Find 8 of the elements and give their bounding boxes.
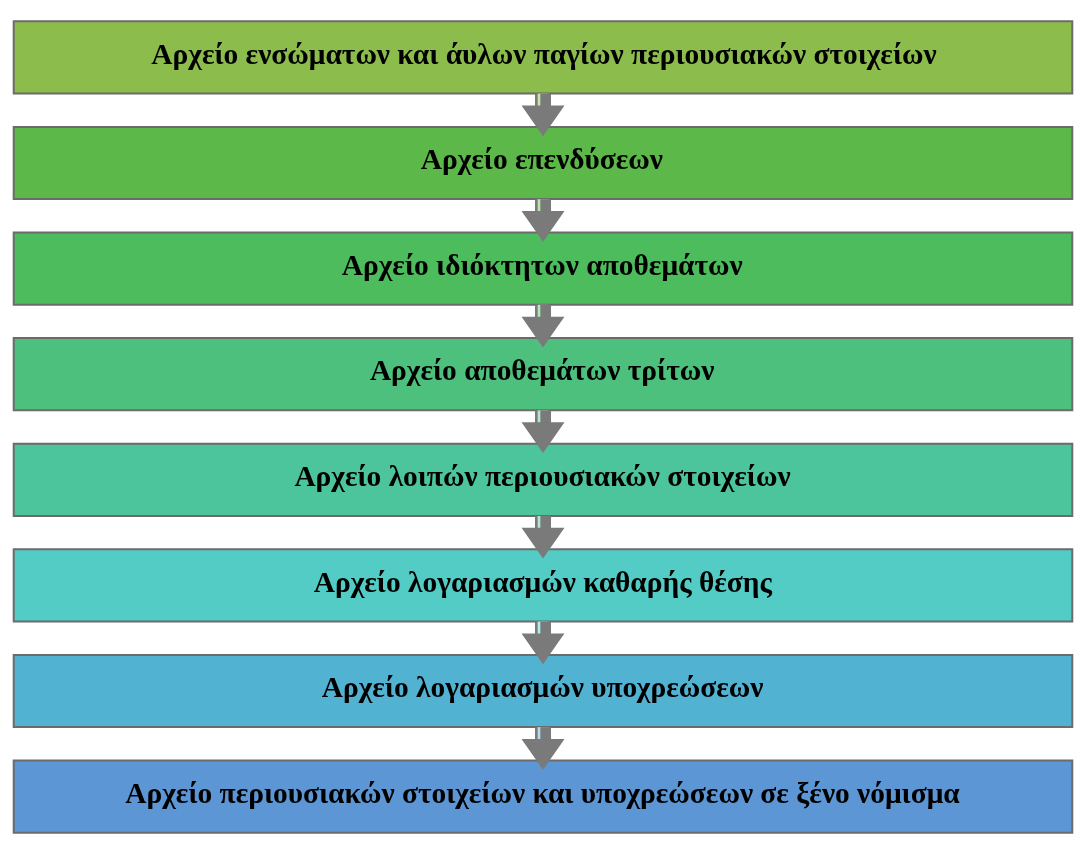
node-box: Αρχείο επενδύσεων [12,125,1074,200]
node-box: Αρχείο λοιπών περιουσιακών στοιχείων [12,442,1074,517]
node-box: Αρχείο ιδιόκτητων αποθεμάτων [12,231,1074,306]
node-box: Αρχείο λογαριασμών καθαρής θέσης [12,547,1074,622]
node-box: Αρχείο ενσώματων και άυλων παγίων περιουσιακών στοιχείων [12,19,1074,94]
node-box: Αρχείο αποθεμάτων τρίτων [12,336,1074,411]
node-box: Αρχείο περιουσιακών στοιχείων και υποχρεώσεων σε ξένο νόμισμα [12,759,1074,834]
node-box: Αρχείο λογαριασμών υποχρεώσεων [12,653,1074,728]
